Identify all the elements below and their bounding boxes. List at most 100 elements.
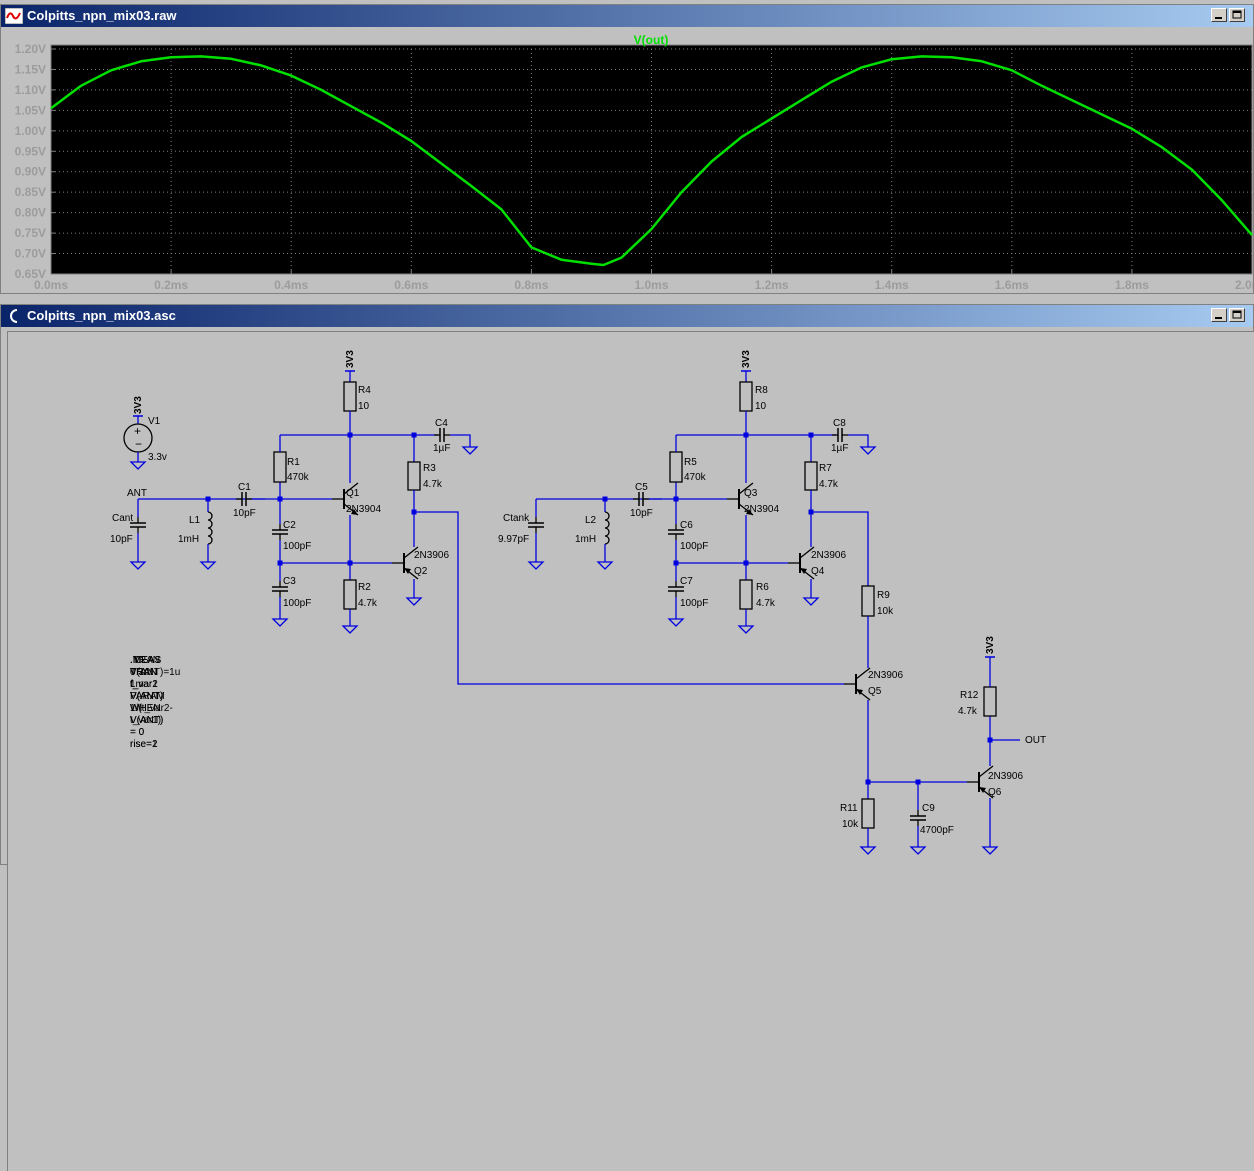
component-value-v1: 3.3v [148, 452, 167, 463]
y-tick-label: 0.65V [15, 267, 46, 281]
ground-symbol [527, 561, 545, 570]
component-value-c5: 10pF [630, 508, 653, 519]
x-tick-label: 1.2ms [755, 278, 789, 292]
schematic-drawing[interactable]: +− [8, 332, 1254, 871]
component-name-r1: R1 [287, 457, 300, 468]
x-tick-label: 2.0ms [1235, 278, 1253, 292]
maximize-button[interactable] [1229, 8, 1245, 22]
ground-symbol [859, 446, 877, 455]
minimize-button[interactable] [1211, 308, 1227, 322]
component-name-c9: C9 [922, 803, 935, 814]
component-value-c7: 100pF [680, 598, 709, 609]
voltage-source-v1: +− [123, 423, 153, 453]
component-value-r8: 10 [755, 401, 767, 412]
component-value-c3: 100pF [283, 598, 312, 609]
component-value-r2: 4.7k [358, 598, 377, 609]
maximize-button[interactable] [1229, 308, 1245, 322]
ground-symbol [199, 561, 217, 570]
ground-symbol [802, 597, 820, 606]
ground-symbol [859, 846, 877, 855]
component-value-q5: 2N3906 [868, 670, 904, 681]
ground-symbol [271, 618, 289, 627]
component-value-q3: 2N3904 [744, 504, 780, 515]
capacitor-c7 [668, 581, 684, 597]
resistor-r1 [273, 451, 287, 483]
component-value-r1: 470k [287, 472, 309, 483]
junction [743, 432, 749, 438]
trace-label: V(out) [634, 33, 669, 47]
transistor-q5 [844, 667, 871, 701]
resistor-r5 [669, 451, 683, 483]
y-tick-label: 1.20V [15, 42, 46, 56]
capacitor-cant [130, 517, 146, 533]
component-value-r7: 4.7k [819, 479, 838, 490]
component-name-cant: Cant [112, 513, 134, 524]
component-name-c3: C3 [283, 576, 296, 587]
resistor-r6 [739, 579, 753, 610]
component-value-r11: 10k [842, 819, 859, 830]
inductor-l1 [207, 511, 213, 545]
net-label-3v3: 3V3 [345, 350, 356, 368]
minimize-button[interactable] [1211, 8, 1227, 22]
wire [414, 511, 844, 685]
capacitor-ctank [528, 517, 544, 533]
y-tick-label: 0.80V [15, 206, 46, 220]
plot-border [50, 44, 1253, 275]
component-value-r5: 470k [684, 472, 706, 483]
x-tick-label: 0.6ms [394, 278, 428, 292]
component-name-r4: R4 [358, 385, 371, 396]
ground-symbol [461, 446, 479, 455]
ground-symbol [737, 625, 755, 634]
y-tick-label: 0.90V [15, 165, 46, 179]
component-name-r8: R8 [755, 385, 768, 396]
resistor-r2 [343, 579, 357, 610]
ground-symbol [129, 561, 147, 570]
component-name-q6: Q6 [988, 787, 1002, 798]
net-label-3v3: 3V3 [985, 636, 996, 654]
component-name-q4: Q4 [811, 566, 825, 577]
component-value-r4: 10 [358, 401, 370, 412]
schematic-titlebar[interactable]: Colpitts_npn_mix03.asc [1, 305, 1253, 327]
component-value-r6: 4.7k [756, 598, 775, 609]
component-name-r5: R5 [684, 457, 697, 468]
ground-symbol [667, 618, 685, 627]
component-value-q2: 2N3906 [414, 550, 450, 561]
ground-symbol [909, 846, 927, 855]
component-name-c2: C2 [283, 520, 296, 531]
y-tick-label: 0.85V [15, 185, 46, 199]
junction [347, 432, 353, 438]
directive-line: .MEAS TRAN t_var1 V(ANT) WHEN V(ANT) = 0… [130, 655, 164, 750]
component-value-q6: 2N3906 [988, 771, 1024, 782]
x-tick-label: 0.4ms [274, 278, 308, 292]
component-value-l1: 1mH [178, 534, 200, 545]
capacitor-c4 [434, 428, 450, 442]
plot-titlebar[interactable]: Colpitts_npn_mix03.raw [1, 5, 1253, 27]
component-name-v1: V1 [148, 416, 161, 427]
ground-symbol [341, 625, 359, 634]
svg-text:−: − [135, 437, 142, 451]
component-name-c5: C5 [635, 482, 648, 493]
resistor-r3 [407, 461, 421, 491]
resistor-r9 [861, 585, 875, 617]
component-name-r12: R12 [960, 690, 979, 701]
ground-symbol [129, 461, 147, 470]
component-value-c8: 1µF [831, 443, 849, 454]
waveform-plot[interactable]: 1.20V1.15V1.10V1.05V1.00V0.95V0.90V0.85V… [1, 27, 1253, 293]
x-tick-label: 1.0ms [634, 278, 668, 292]
schematic-icon [5, 308, 23, 324]
net-label-3v3: 3V3 [133, 396, 144, 414]
component-name-l2: L2 [585, 515, 597, 526]
component-value-c9: 4700pF [920, 825, 954, 836]
capacitor-c8 [832, 428, 848, 442]
y-tick-label: 1.15V [15, 62, 46, 76]
component-value-c4: 1µF [433, 443, 451, 454]
component-name-r9: R9 [877, 590, 890, 601]
plot-area [51, 45, 1252, 274]
transistor-q2 [392, 546, 419, 580]
component-name-c7: C7 [680, 576, 693, 587]
component-value-r9: 10k [877, 606, 894, 617]
component-name-r11: R11 [840, 803, 858, 814]
